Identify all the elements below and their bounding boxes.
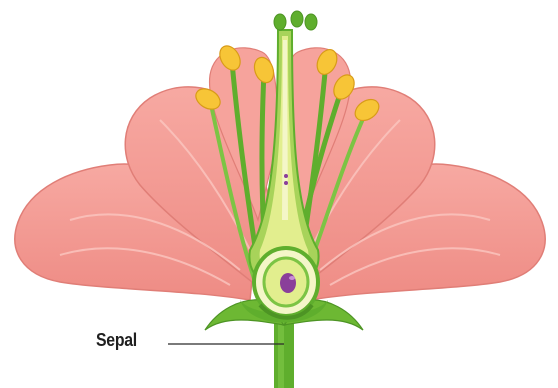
ovule: [280, 273, 296, 293]
style-core: [282, 40, 288, 220]
stigma: [274, 11, 317, 30]
sepal-label: Sepal: [96, 331, 137, 349]
